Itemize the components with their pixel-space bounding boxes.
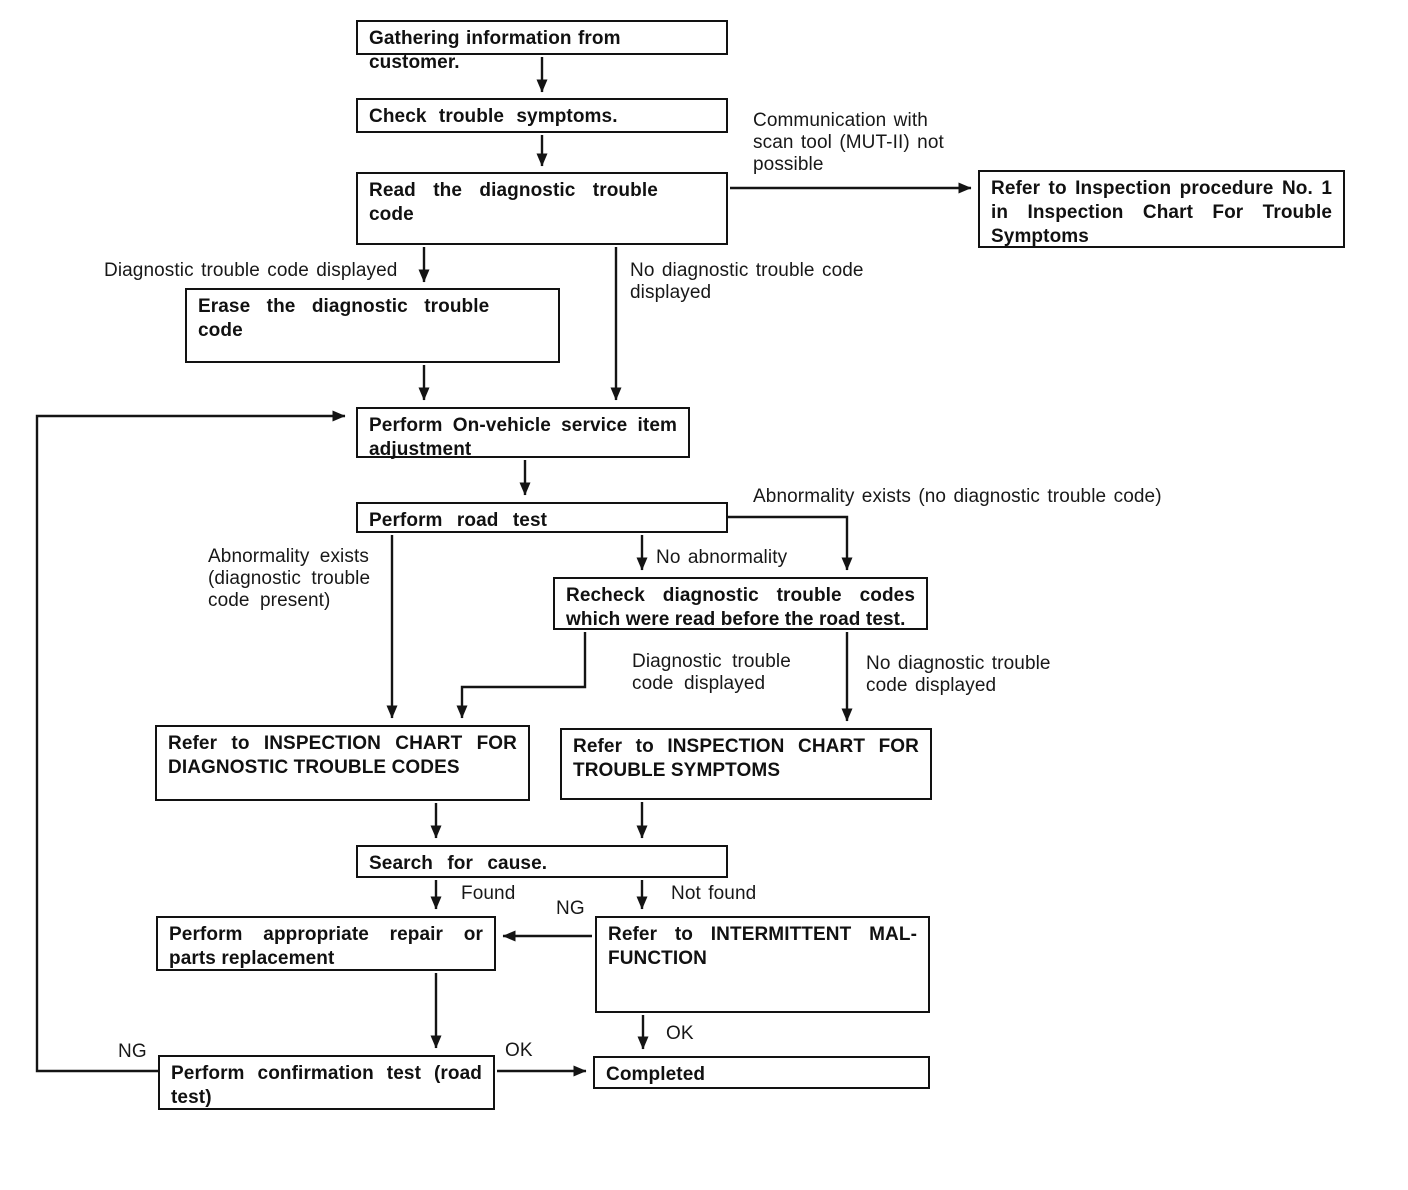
label-ok-confirmation: OK [505, 1040, 533, 1061]
node-confirmation-test: Perform confirmation test (road test) [158, 1055, 495, 1110]
label-abnormality-dtc-present: Abnormality exists (diagnostic trouble c… [208, 546, 371, 611]
label-dtc-displayed-mid: Diagnostic trouble code displayed [632, 651, 791, 694]
node-search-cause: Search for cause. [356, 845, 728, 878]
label-communication-not-possible: Communication with scan tool (MUT-II) no… [753, 110, 944, 175]
connector-confirmation-ng-feedback [35, 410, 346, 1073]
label-found: Found [461, 883, 516, 904]
node-refer-inspection-no1: Refer to Inspection procedure No. 1 in I… [978, 170, 1345, 248]
node-road-test: Perform road test [356, 502, 728, 533]
connector-recheck-to-refer-dtc-chart [456, 632, 587, 719]
label-no-dtc-displayed-top: No diagnostic trouble code displayed [630, 260, 864, 303]
label-no-dtc-displayed-mid: No diagnostic trouble code displayed [866, 653, 1051, 696]
node-completed: Completed [593, 1056, 930, 1089]
label-ok-intermittent: OK [666, 1023, 694, 1044]
node-gathering-info: Gathering information from customer. [356, 20, 728, 73]
node-erase-dtc: Erase the diagnostic trouble code [185, 288, 560, 363]
node-recheck-dtc: Recheck diagnostic trouble codes which w… [553, 577, 928, 630]
node-read-dtc: Read the diagnostic trouble code [356, 172, 728, 245]
label-not-found: Not found [671, 883, 757, 904]
node-on-vehicle-service: Perform On-vehicle service item adjustme… [356, 407, 690, 460]
node-check-symptoms: Check trouble symptoms. [356, 98, 728, 133]
label-abnormality-no-dtc: Abnormality exists (no diagnostic troubl… [753, 486, 1162, 507]
label-ng-intermittent: NG [556, 898, 585, 919]
node-intermittent: Refer to INTERMITTENT MAL-FUNCTION [595, 916, 930, 1013]
connector-roadtest-right-to-recheck [728, 515, 853, 571]
label-no-abnormality: No abnormality [656, 547, 788, 568]
label-dtc-displayed-top: Diagnostic trouble code displayed [104, 260, 398, 281]
node-refer-symptom-chart: Refer to INSPECTION CHART FOR TROUBLE SY… [560, 728, 932, 800]
node-refer-dtc-chart: Refer to INSPECTION CHART FOR DIAGNOSTIC… [155, 725, 530, 801]
node-repair: Perform appropriate repair or parts repl… [156, 916, 496, 971]
label-ng-confirmation: NG [118, 1041, 147, 1062]
